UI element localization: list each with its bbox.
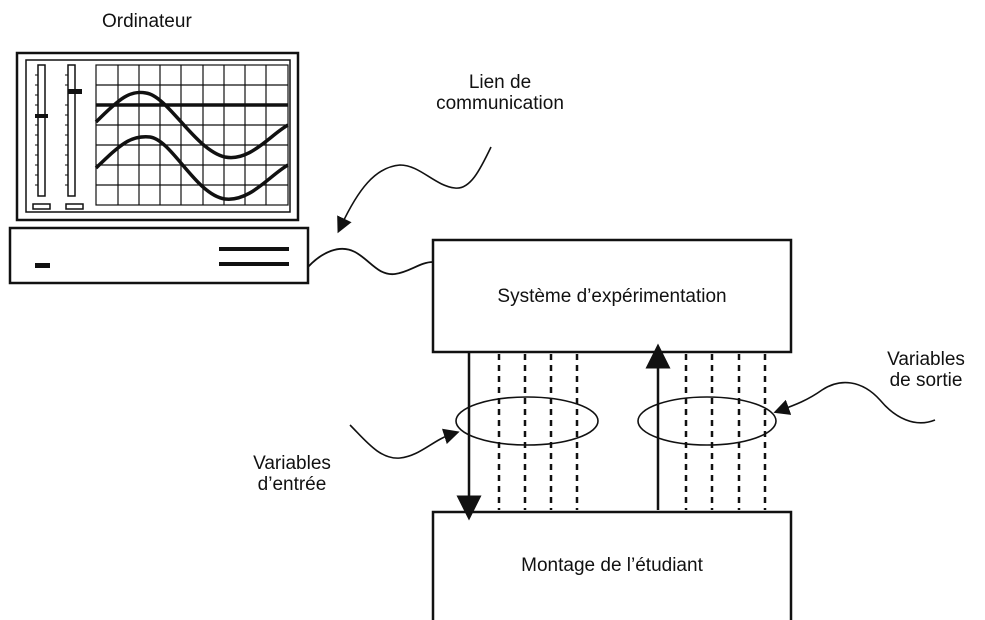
oscilloscope-grid: [95, 64, 289, 206]
slider-knob-left: [35, 114, 48, 118]
slider-knob-right: [68, 89, 82, 94]
vent-bar-bottom: [219, 262, 289, 266]
vent-bar-top: [219, 247, 289, 251]
link-label: Lien de communication: [420, 72, 580, 114]
student-setup-box: [431, 510, 793, 620]
inputs-label: Variables d’entrée: [232, 453, 352, 495]
drive-slot: [35, 263, 50, 268]
outputs-label-line2: de sortie: [889, 370, 963, 391]
trace-sine-upper: [94, 90, 289, 160]
experiment-system-label: Système d’expérimentation: [497, 286, 727, 307]
computer-label: Ordinateur: [102, 11, 192, 32]
computer-monitor: [15, 51, 300, 222]
trace-sine-lower: [94, 135, 289, 201]
output-variables-ellipse: [637, 396, 777, 446]
slider-track-left: [37, 64, 46, 197]
input-pointer-arrow: [349, 424, 460, 459]
link-label-line1: Lien de: [468, 72, 532, 93]
output-pointer-arrow: [773, 381, 936, 424]
communication-cable: [307, 247, 434, 275]
monitor-screen: [25, 59, 291, 213]
input-variables-ellipse: [455, 396, 599, 446]
link-pointer-arrow: [337, 146, 492, 234]
screen-button-right: [65, 203, 84, 210]
outputs-label: Variables de sortie: [868, 349, 984, 391]
student-setup-label: Montage de l’étudiant: [521, 555, 703, 576]
link-label-line2: communication: [436, 93, 564, 114]
output-dashed-lines: [684, 354, 767, 510]
inputs-label-line2: d’entrée: [257, 474, 327, 495]
screen-button-left: [32, 203, 51, 210]
experiment-system-box: [431, 238, 793, 354]
computer-base: [8, 226, 310, 285]
input-dashed-lines: [497, 354, 579, 510]
monitor-frame: [15, 51, 300, 222]
slider-track-right: [67, 64, 76, 197]
inputs-label-line1: Variables: [253, 453, 331, 474]
outputs-label-line1: Variables: [887, 349, 965, 370]
